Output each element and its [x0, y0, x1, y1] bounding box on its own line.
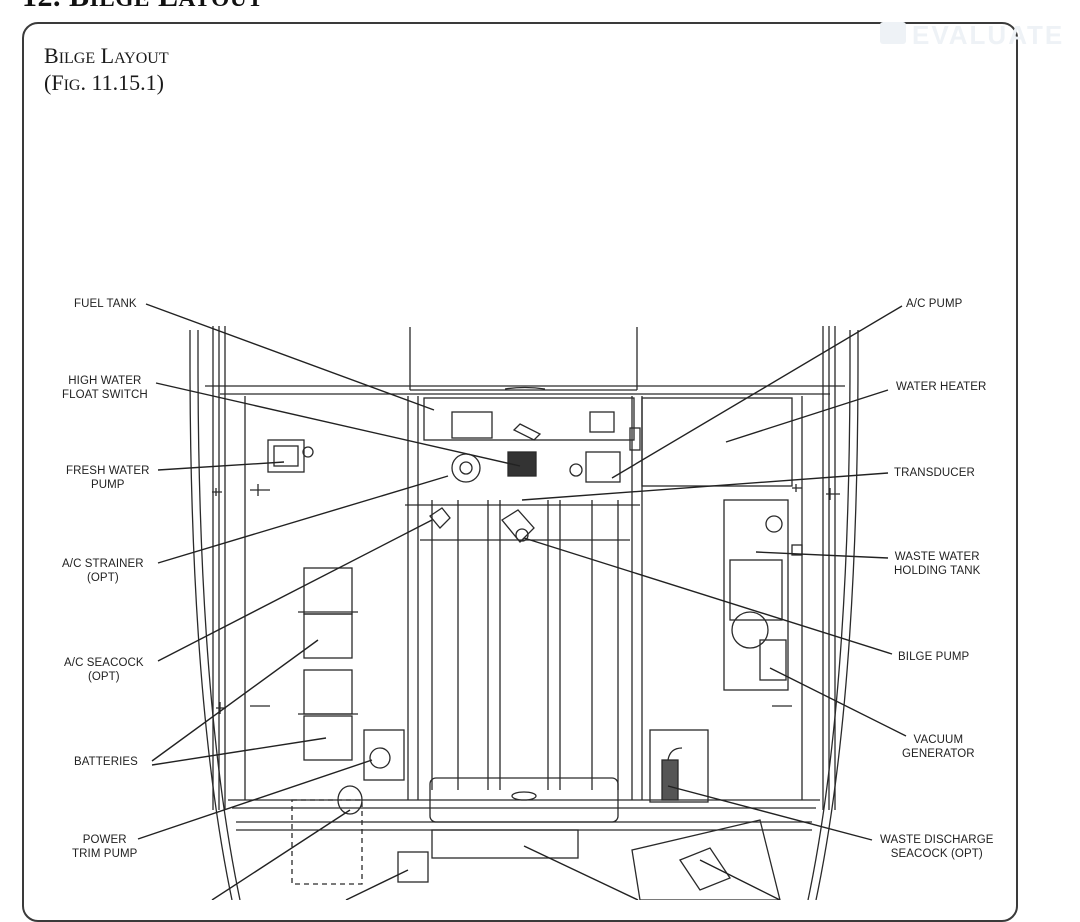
side-fittings [212, 484, 840, 714]
battery-boxes [298, 567, 358, 761]
figure-title-line2: (FIG. 11.15.1) [44, 70, 164, 95]
fresh-water-pump [267, 439, 314, 473]
watermark: EVALUATE [912, 20, 1065, 50]
label-water-heater: WATER HEATER [896, 381, 987, 393]
label-ac-pump: A/C PUMP [906, 298, 963, 310]
label-batteries: BATTERIES [74, 756, 138, 768]
label-ac-seacock: A/C SEACOCK(OPT) [64, 657, 144, 683]
holding-tank [723, 499, 803, 691]
figure-title-line1: BILGE LAYOUT [44, 43, 169, 68]
transom [205, 327, 845, 395]
trim-pump [337, 729, 429, 883]
leader-lines [137, 303, 907, 900]
label-fuel-tank: FUEL TANK [74, 298, 137, 310]
seacock [631, 747, 781, 900]
bilge-diagram [137, 303, 907, 900]
label-ac-strainer: A/C STRAINER(OPT) [62, 558, 144, 584]
hull-outline [189, 326, 859, 900]
page-heading: 12. BILGE LAYOUT [22, 0, 263, 14]
label-bilge-pump: BILGE PUMP [898, 651, 970, 663]
figure-title: BILGE LAYOUT (FIG. 11.15.1) [44, 44, 169, 98]
fuel-tank-parts [451, 411, 641, 451]
watermark-icon [880, 22, 906, 44]
label-transducer: TRANSDUCER [894, 467, 975, 479]
